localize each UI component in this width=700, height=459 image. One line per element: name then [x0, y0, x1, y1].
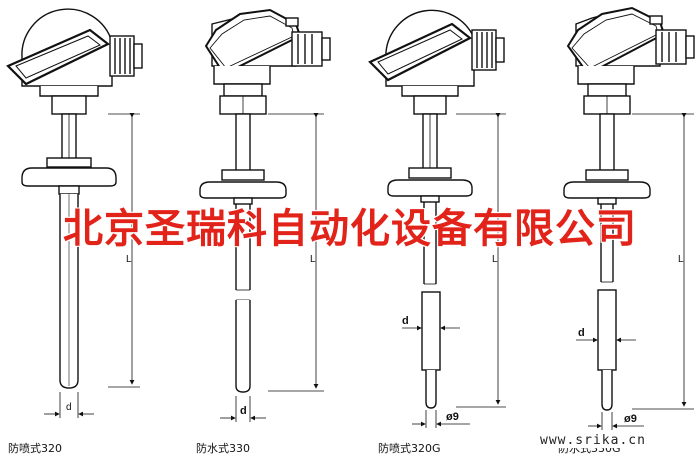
- model-320G-tip-diameter-label: ø9: [446, 411, 459, 423]
- model-320G-drawing: [368, 9, 505, 409]
- model-330-diameter-label: d: [240, 405, 247, 417]
- fixing-flange: [387, 167, 473, 203]
- model-330G-drawing: [563, 6, 695, 411]
- model-320G-caption: 防喷式320G: [378, 442, 441, 455]
- protection-tube: [597, 204, 617, 411]
- model-320-diameter-label: d: [66, 402, 72, 413]
- model-330G-tip-diameter-label: ø9: [624, 413, 637, 425]
- junction-box-head: [566, 6, 695, 115]
- neck-and-stem: [599, 113, 615, 173]
- fixing-flange: [563, 169, 651, 205]
- neck-and-stem: [51, 95, 87, 161]
- model-320G-dimensions: [402, 113, 506, 428]
- model-330-drawing: [199, 8, 331, 393]
- model-320G-diameter-label: d: [402, 315, 409, 327]
- fixing-flange: [21, 157, 117, 195]
- website-watermark: www.srika.cn: [538, 433, 648, 448]
- model-330G-length-label: L: [678, 254, 684, 265]
- junction-box-head: [204, 8, 331, 115]
- model-330G-dimensions: [576, 113, 694, 430]
- junction-box-head: [6, 8, 143, 97]
- neck-and-stem: [413, 95, 447, 171]
- protection-tube: [421, 202, 441, 409]
- fixing-flange: [199, 169, 287, 205]
- model-330-length-label: L: [310, 254, 316, 265]
- model-320-dimensions: [44, 113, 140, 418]
- junction-box-head: [368, 9, 505, 97]
- model-330-caption: 防水式330: [196, 442, 250, 455]
- protection-tube: [235, 204, 251, 393]
- model-320G-length-label: L: [492, 254, 498, 265]
- protection-tube: [59, 194, 79, 389]
- model-320-drawing: [6, 8, 143, 389]
- model-320-caption: 防喷式320: [8, 442, 62, 455]
- company-watermark: 北京圣瑞科自动化设备有限公司: [63, 205, 637, 252]
- model-330-dimensions: [220, 113, 324, 422]
- neck-and-stem: [235, 113, 251, 173]
- model-330G-diameter-label: d: [578, 327, 585, 339]
- model-320-length-label: L: [126, 254, 132, 265]
